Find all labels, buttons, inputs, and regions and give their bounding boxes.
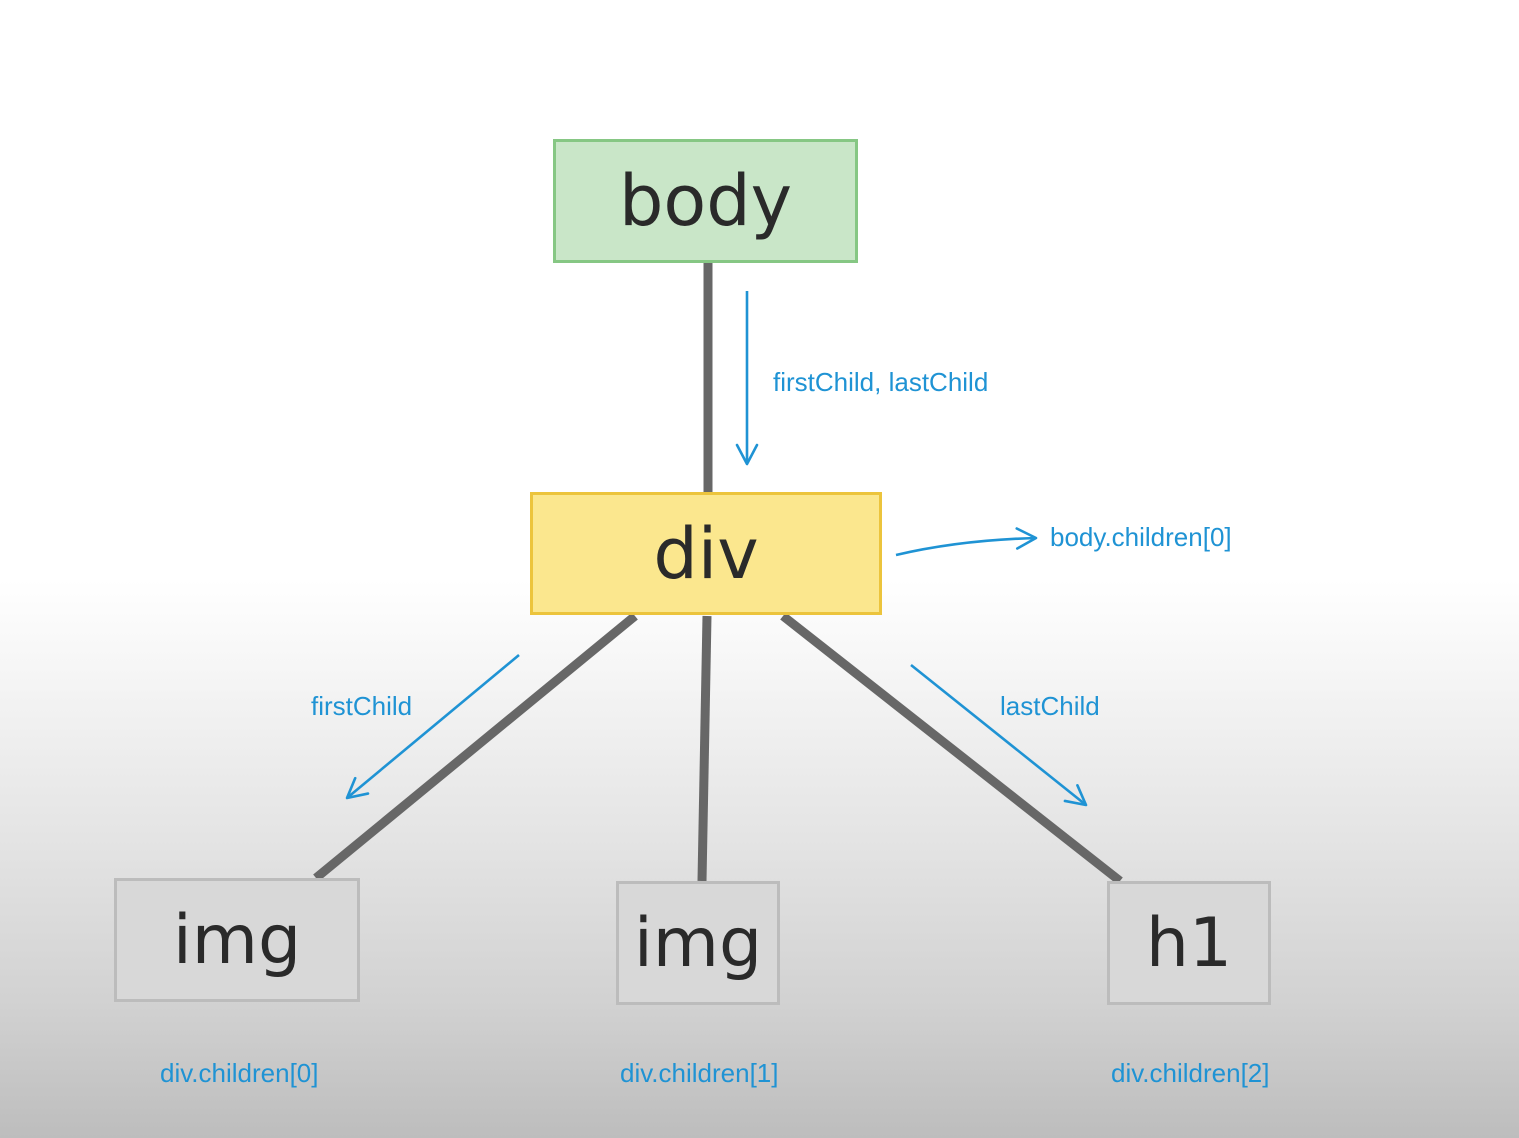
connector-div-img-first [313, 612, 638, 882]
node-h1: h1 [1107, 881, 1271, 1005]
arrow-last-child [910, 663, 1088, 807]
node-img-second-label: img [633, 903, 763, 983]
connector-div-img-second [697, 615, 712, 882]
label-first-child: firstChild [311, 691, 413, 721]
label-div-children-0: div.children[0] [160, 1058, 319, 1088]
connector-div-h1 [780, 612, 1123, 885]
node-img-second: img [616, 881, 780, 1005]
node-div-label: div [653, 512, 759, 595]
node-img-first: img [114, 878, 360, 1002]
label-first-last-child: firstChild, lastChild [773, 367, 989, 397]
label-body-children-0: body.children[0] [1050, 522, 1232, 552]
label-div-children-2: div.children[2] [1111, 1058, 1270, 1088]
node-body: body [553, 139, 858, 263]
arrow-body-children [895, 527, 1038, 557]
label-last-child: lastChild [1000, 691, 1100, 721]
label-div-children-1: div.children[1] [620, 1058, 779, 1088]
arrow-first-child [345, 654, 520, 800]
node-img-first-label: img [172, 900, 302, 980]
node-body-label: body [618, 160, 793, 242]
node-h1-label: h1 [1145, 903, 1233, 983]
node-div: div [530, 492, 882, 615]
